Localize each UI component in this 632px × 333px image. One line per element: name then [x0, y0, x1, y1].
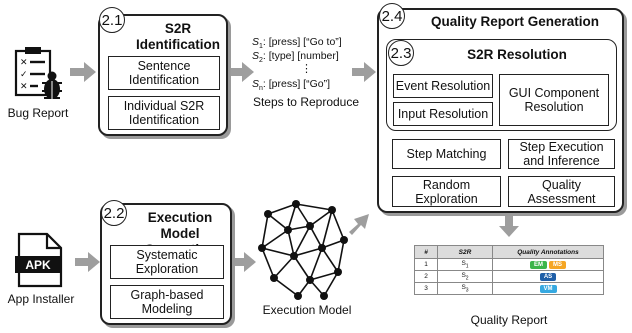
badge-2-4: 2.4	[379, 3, 405, 29]
svg-text:✕: ✕	[20, 82, 28, 92]
arrow-model-to-quality	[349, 214, 369, 235]
apk-file-text: APK	[25, 258, 51, 272]
table-row: 2 S2 AS	[414, 270, 604, 283]
row-tags: VM	[492, 282, 604, 295]
step-matching-box: Step Matching	[392, 139, 501, 169]
steps-ellipsis: ⋮	[301, 63, 312, 75]
step-2: S2: [type] [number]	[252, 50, 339, 65]
steps-caption: Steps to Reproduce	[252, 95, 360, 109]
event-resolution-box: Event Resolution	[393, 74, 493, 98]
svg-text:✕: ✕	[20, 58, 28, 68]
step-n: Sn: [press] [“Go”]	[252, 78, 331, 93]
row-s2r: S2	[437, 270, 493, 283]
sentence-identification-box: Sentence Identification	[108, 56, 220, 90]
tag-ms: MS	[549, 260, 566, 269]
row-num: 3	[414, 282, 438, 295]
arrow-steps-to-quality	[352, 62, 376, 82]
tag-em: EM	[530, 260, 547, 269]
row-s2r: S3	[437, 282, 493, 295]
arrow-installer-to-execgen	[75, 252, 100, 272]
tag-as: AS	[539, 272, 557, 281]
bug-report-icon: ✕ ✓ ✕	[14, 45, 64, 103]
bug-report-label: Bug Report	[7, 106, 69, 120]
row-s2r: S1	[437, 258, 493, 271]
step-1: S1: [press] [“Go to”]	[252, 36, 342, 51]
arrow-bugreport-to-s2r	[70, 62, 96, 82]
execution-model-graph-icon	[258, 200, 350, 300]
row-tags: AS	[492, 270, 604, 283]
quality-report-caption: Quality Report	[470, 313, 548, 327]
s2r-resolution-panel: S2R Resolution Event Resolution Input Re…	[386, 39, 617, 131]
header-s2r: S2R	[437, 245, 493, 259]
row-num: 1	[414, 258, 438, 271]
table-row: 3 S3 VM	[414, 282, 604, 295]
step-execution-box: Step Execution and Inference	[508, 139, 615, 169]
row-num: 2	[414, 270, 438, 283]
arrow-s2r-to-steps	[230, 62, 254, 82]
s2r-identification-title: S2R Identification	[136, 21, 220, 52]
s2r-identification-panel: S2R Identification Sentence Identificati…	[98, 14, 228, 136]
steps-list: S1: [press] [“Go to”] S2: [type] [number…	[252, 36, 362, 116]
quality-assessment-box: Quality Assessment	[508, 176, 615, 207]
random-exploration-box: Random Exploration	[392, 176, 501, 207]
header-num: #	[414, 245, 438, 259]
gui-component-resolution-box: GUI Component Resolution	[499, 74, 609, 126]
s2r-resolution-title: S2R Resolution	[467, 47, 567, 62]
badge-2-3: 2.3	[388, 40, 414, 66]
arrow-execgen-to-model	[232, 252, 256, 272]
apk-file-icon: APK	[15, 232, 65, 288]
quality-report-generation-panel: Quality Report Generation S2R Resolution…	[377, 8, 624, 213]
badge-2-2: 2.2	[101, 200, 127, 226]
app-installer-label: App Installer	[7, 292, 75, 306]
quality-report-generation-title: Quality Report Generation	[430, 14, 600, 29]
systematic-exploration-box: Systematic Exploration	[110, 245, 224, 279]
graph-based-modeling-box: Graph-based Modeling	[110, 285, 224, 319]
input-resolution-box: Input Resolution	[393, 102, 493, 126]
svg-text:✓: ✓	[20, 70, 28, 80]
badge-2-1: 2.1	[99, 7, 125, 33]
tag-vm: VM	[539, 284, 557, 293]
individual-s2r-identification-box: Individual S2R Identification	[108, 96, 220, 130]
arrow-quality-to-report	[499, 216, 519, 237]
execution-model-label: Execution Model	[262, 303, 352, 317]
execution-model-generation-panel: Execution Model Generation Systematic Ex…	[100, 203, 232, 325]
header-quality-annotations: Quality Annotations	[492, 245, 604, 259]
quality-report-header-row: # S2R Quality Annotations	[414, 245, 604, 259]
